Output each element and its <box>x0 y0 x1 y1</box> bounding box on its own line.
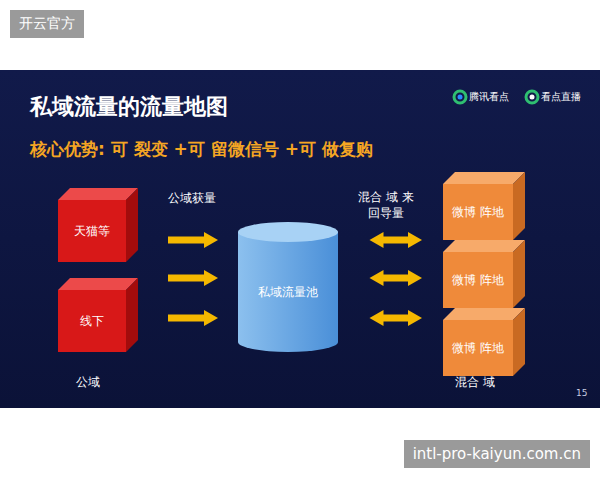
block-arrow <box>168 232 218 248</box>
node-text-area: 微博 阵地 <box>443 252 513 308</box>
pool-cylinder: 私域流量池 <box>238 222 338 352</box>
block-arrow <box>370 270 423 286</box>
cylinder-top <box>238 222 338 242</box>
logo-text: 看点直播 <box>541 90 581 104</box>
node-label: 天猫等 <box>74 224 110 238</box>
cube-box: 微博 阵地 <box>443 308 525 376</box>
cube-front <box>443 252 513 308</box>
cube-side <box>513 172 525 240</box>
cube-side <box>513 308 525 376</box>
node-text-area: 私域流量池 <box>238 242 338 342</box>
cube-top <box>58 188 138 200</box>
arrow-label: 公域获量 <box>168 190 216 207</box>
block-arrow <box>370 232 423 248</box>
cube-side <box>126 278 138 352</box>
node-label: 微博 阵地 <box>452 341 504 355</box>
logo-text: 腾讯看点 <box>469 90 509 104</box>
cube-front <box>443 320 513 376</box>
node-text-area: 微博 阵地 <box>443 320 513 376</box>
cube-box: 天猫等 <box>58 188 138 262</box>
subtitle: 核心优势: 可 裂变 +可 留微信号 +可 做复购 <box>30 138 373 161</box>
cube-box: 微博 阵地 <box>443 172 525 240</box>
node-text-area: 天猫等 <box>58 200 126 262</box>
cube-top <box>443 308 525 320</box>
cube-top <box>443 172 525 184</box>
node-label: 线下 <box>80 314 104 328</box>
watermark: intl-pro-kaiyun.com.cn <box>404 440 590 468</box>
node-label: 微博 阵地 <box>452 205 504 219</box>
cube-box: 线下 <box>58 278 138 352</box>
arrow-label: 混合 域 来回导量 <box>354 190 418 221</box>
page-number: 15 <box>576 388 587 398</box>
logo-icon <box>454 91 466 103</box>
logo-icon <box>526 91 538 103</box>
node-text-area: 微博 阵地 <box>443 184 513 240</box>
cube-front <box>58 290 126 352</box>
region-label: 公域 <box>76 374 100 391</box>
node-label: 微博 阵地 <box>452 273 504 287</box>
block-arrow <box>168 270 218 286</box>
cube-side <box>126 188 138 262</box>
cube-front <box>443 184 513 240</box>
cube-top <box>58 278 138 290</box>
node-label: 私域流量池 <box>258 285 318 299</box>
slide-title: 私域流量的流量地图 <box>30 92 228 122</box>
cube-side <box>513 240 525 308</box>
cube-front <box>58 200 126 262</box>
watermark: 开云官方 <box>10 10 84 38</box>
region-label: 混合 域 <box>455 374 495 391</box>
block-arrow <box>168 310 218 326</box>
cube-top <box>443 240 525 252</box>
cylinder-body <box>238 232 338 352</box>
cube-box: 微博 阵地 <box>443 240 525 308</box>
block-arrow <box>370 310 423 326</box>
node-text-area: 线下 <box>58 290 126 352</box>
